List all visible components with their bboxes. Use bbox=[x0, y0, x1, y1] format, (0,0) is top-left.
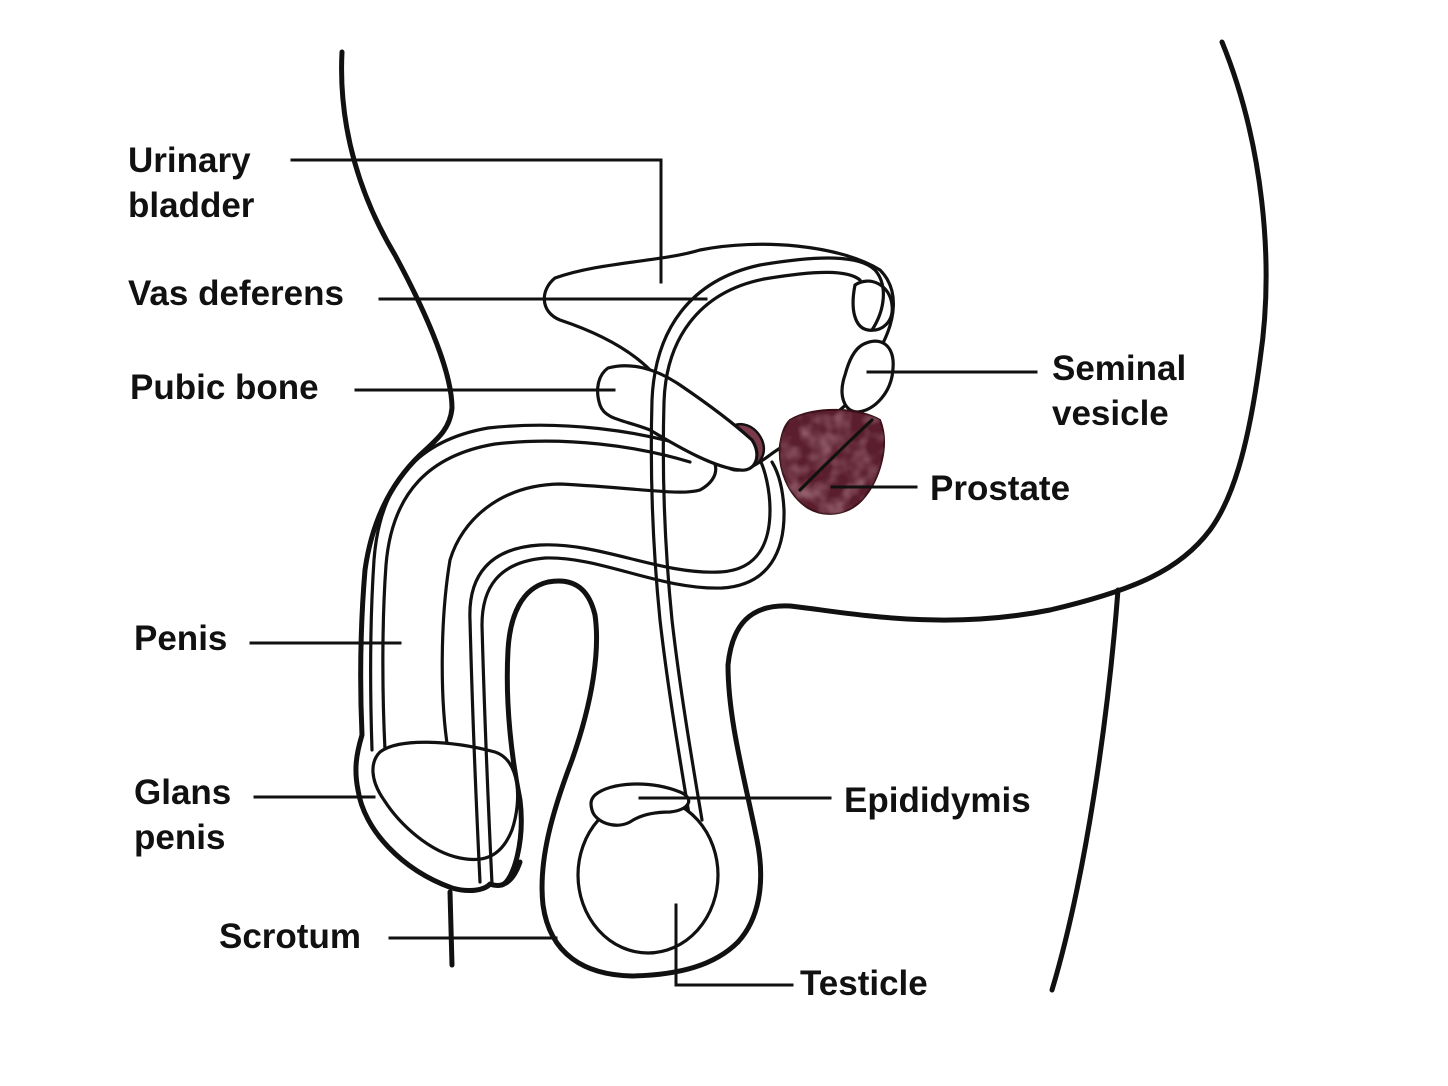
penis-shaft bbox=[355, 787, 523, 894]
label-urinary-bladder: Urinary bladder bbox=[128, 141, 255, 225]
seminal-vesicle-lobe bbox=[851, 279, 894, 332]
leader-testicle bbox=[674, 903, 794, 987]
label-penis: Penis bbox=[134, 619, 228, 658]
label-epididymis: Epididymis bbox=[844, 781, 1031, 820]
vas-deferens-inner bbox=[661, 270, 862, 822]
leader-urinary-bladder bbox=[290, 158, 663, 284]
thigh-back-line bbox=[1049, 587, 1121, 993]
body-outline-back bbox=[725, 39, 1269, 945]
label-pubic-bone: Pubic bone bbox=[130, 368, 319, 407]
label-seminal-vesicle: Seminal vesicle bbox=[1052, 349, 1187, 433]
prostate-duct bbox=[798, 418, 874, 492]
scrotum bbox=[499, 578, 741, 979]
label-scrotum: Scrotum bbox=[219, 917, 361, 956]
label-testicle: Testicle bbox=[800, 964, 928, 1003]
urethra bbox=[468, 458, 772, 884]
thigh-inner-line bbox=[447, 889, 455, 968]
pubic-bone bbox=[596, 364, 759, 472]
label-vas-deferens: Vas deferens bbox=[128, 274, 344, 313]
epididymis bbox=[589, 782, 691, 827]
label-prostate: Prostate bbox=[930, 469, 1071, 508]
urethra-inner bbox=[480, 460, 786, 886]
body-outline-front bbox=[339, 49, 455, 793]
glans-penis bbox=[371, 740, 520, 862]
label-glans-penis: Glans penis bbox=[134, 773, 232, 857]
vas-deferens bbox=[649, 256, 885, 822]
penis-inner-wall bbox=[381, 439, 692, 752]
